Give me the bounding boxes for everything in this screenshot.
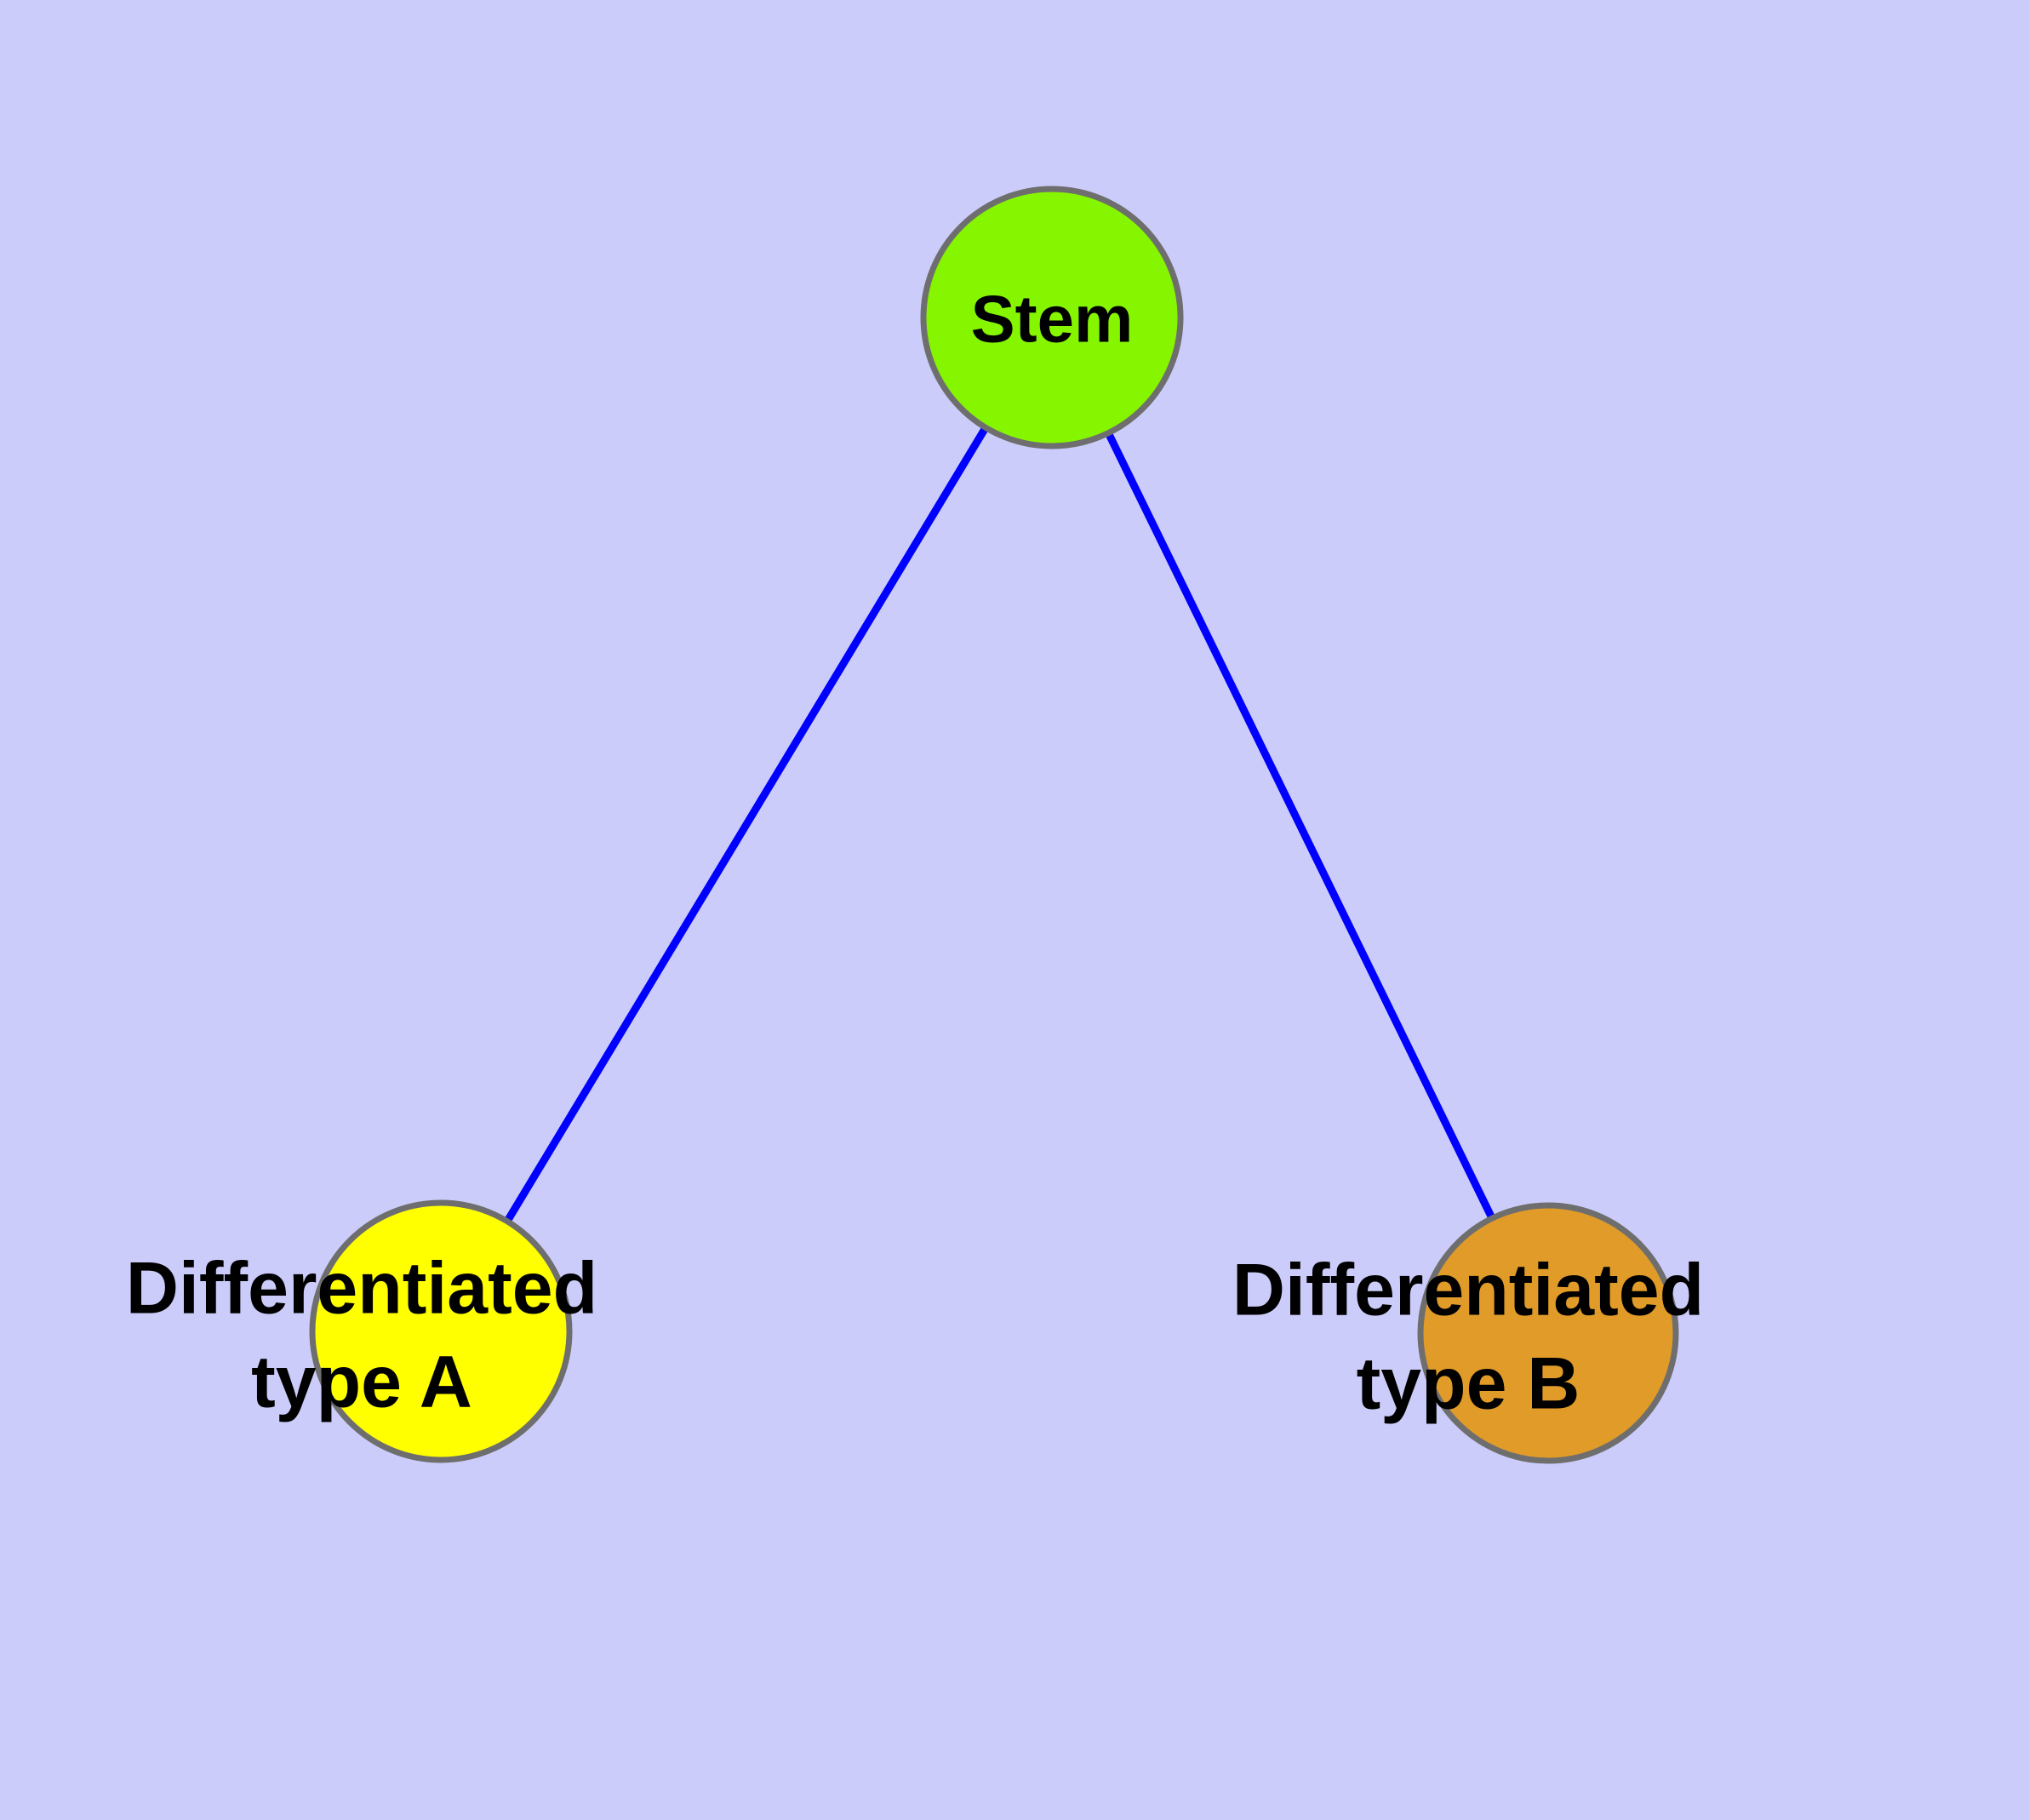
node-layer: Stem Differentiated type A Differentiate… bbox=[126, 186, 1704, 1464]
node-differentiated-type-b-label-line1: Differentiated bbox=[1232, 1250, 1704, 1331]
edge-stem-to-differentiated-type-b[interactable] bbox=[1048, 316, 1552, 1335]
node-stem-label: Stem bbox=[971, 282, 1134, 357]
node-differentiated-type-b-circle[interactable] bbox=[1417, 1202, 1679, 1464]
node-differentiated-type-b[interactable]: Differentiated type B bbox=[1232, 1202, 1704, 1464]
node-differentiated-type-a-label-line2: type A bbox=[251, 1342, 472, 1423]
node-stem-circle[interactable] bbox=[920, 186, 1184, 449]
node-stem[interactable]: Stem bbox=[920, 186, 1184, 449]
edge-stem-to-differentiated-type-a[interactable] bbox=[437, 315, 1055, 1334]
node-differentiated-type-b-label-line2: type B bbox=[1357, 1343, 1580, 1425]
node-differentiated-type-a-circle[interactable] bbox=[309, 1199, 573, 1463]
node-differentiated-type-a-label-line1: Differentiated bbox=[126, 1248, 597, 1330]
edge-layer bbox=[437, 315, 1552, 1335]
node-differentiated-type-a[interactable]: Differentiated type A bbox=[126, 1199, 597, 1463]
